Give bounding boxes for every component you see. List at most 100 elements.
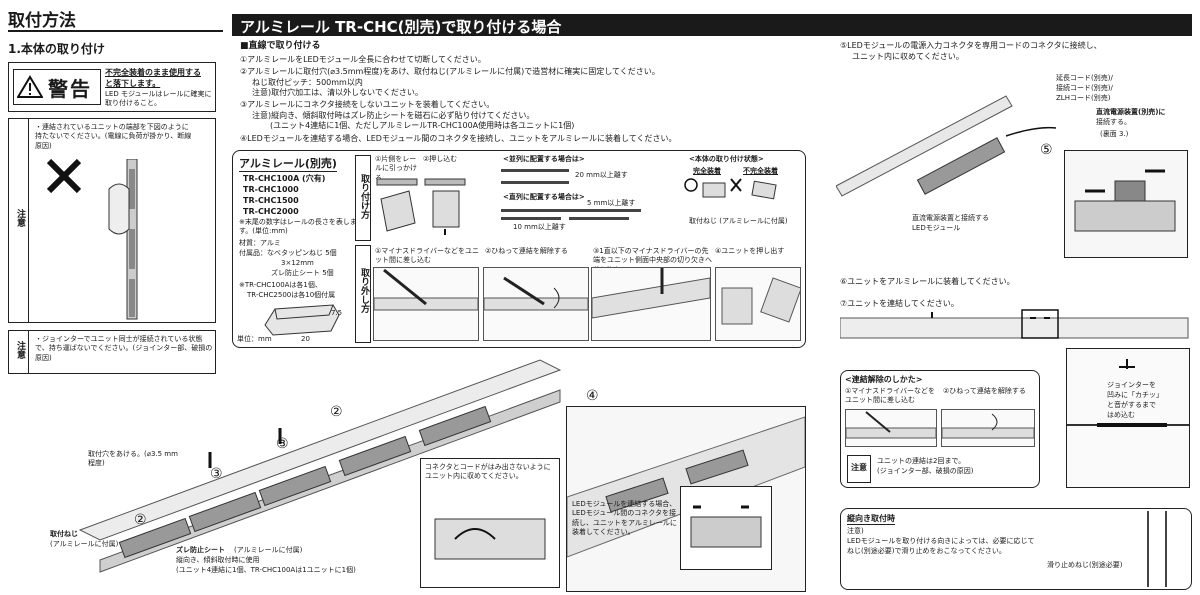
- callout-2-b: ②: [330, 404, 343, 420]
- screw-label-bottom: 取付ねじ: [50, 530, 78, 538]
- direct-heading: ■直線で取り付ける: [240, 41, 321, 51]
- remove-illus-1: [373, 267, 479, 341]
- sheet-sub-label: (アルミレールに付属): [234, 546, 303, 554]
- dc-label-3: (裏面 3.): [1100, 130, 1129, 138]
- incomplete-label: 不完全装着: [743, 167, 778, 175]
- screw-label: 取付ねじ (アルミレールに付属): [689, 217, 788, 225]
- power-connector-zoom: [1064, 150, 1188, 258]
- rail-note-2: ※TR-CHC100Aは各1個、: [239, 281, 322, 289]
- unlink-step-2: ②ひねって連結を解除する: [943, 387, 1026, 395]
- rail-model-2: TR-CHC1000: [243, 185, 299, 194]
- unlink-caution-label: 注意: [851, 463, 867, 472]
- connector-zoom-panel: [680, 486, 772, 570]
- straight-dimension-1: 5 mm以上離す: [587, 199, 636, 207]
- remove-step-4: ④ユニットを押し出す: [715, 247, 785, 255]
- caution-box-2: 注意 ・ジョインターでユニット同士が接続されている状態で、持ち運ばないでください…: [8, 330, 216, 374]
- rail-note-1: ※末尾の数字はレールの長さを表します。(単位:mm): [239, 218, 357, 236]
- connector-detail-text: LEDモジュールを連結する場合、LEDモジュール間のコネクタを接続し、ユニットを…: [572, 500, 677, 537]
- hole-label: 取付穴をあける。(⌀3.5 mm程度): [88, 450, 178, 468]
- direct-step-2a: ②アルミレールに取付穴(⌀3.5mm程度)をあけ、取付ねじ(アルミレールに付属)…: [240, 67, 660, 76]
- joint-text-4: はめ込む: [1107, 411, 1135, 419]
- direct-step-1: ①アルミレールをLEDモジュール全長に合わせて切断してください。: [240, 55, 486, 64]
- rail-accessories-3: ズレ防止シート 5個: [271, 269, 334, 277]
- unlink-title: <連結解除のしかた>: [845, 375, 923, 384]
- warning-title-2: と落下します。: [105, 79, 161, 88]
- heading-rule: [8, 30, 223, 32]
- sheet-note-1: 縦向き、傾斜取付時に使用: [176, 556, 260, 564]
- cord-label-2: 接続コード(別売)/: [1056, 84, 1113, 92]
- vertical-title: 縦向き取付時: [847, 513, 895, 526]
- direct-step-3b: 注意)縦向き、傾斜取付時はズレ防止シートを磁石に必ず貼り付けてください。: [252, 111, 535, 120]
- rail-accessories-1: 付属品：なべタッピンねじ 5個: [239, 249, 337, 257]
- joint-text-2: 凹みに「カチッ」: [1107, 391, 1163, 399]
- remove-step-2: ②ひねって連結を解除する: [485, 247, 568, 255]
- caution-label-1: 注意: [15, 209, 25, 227]
- hand-holding-unit-illustration: [108, 159, 138, 320]
- subheading: 1.本体の取り付け: [8, 42, 105, 56]
- rail-dim-w: 20: [301, 335, 310, 343]
- unit-link-illustration: [840, 309, 1189, 339]
- warning-box: 警告 不完全装着のまま使用する と落下します。 LED モジュールはレールに確実…: [8, 62, 216, 112]
- unlink-step-1: ①マイナスドライバーなどをユニット間に差し込む: [845, 387, 935, 405]
- joint-text-3: と音がするまで: [1107, 401, 1156, 409]
- install-side-label: 取り付け方: [359, 174, 369, 219]
- vertical-note-1: LEDモジュールを取り付ける向きによっては、必要に応じて: [847, 537, 1035, 545]
- rail-model-1: TR-CHC100A (穴有): [243, 174, 326, 183]
- callout-5: ⑤: [1040, 142, 1053, 158]
- caution-text-2: ・ジョインターでユニット同士が接続されている状態で、持ち運ばないでください。(ジ…: [35, 335, 213, 362]
- rail-unit: 単位：mm: [237, 335, 272, 343]
- rail-material: 材質：アルミ: [239, 239, 281, 247]
- install-state-illustration: [684, 178, 777, 200]
- straight-dimension-2: 10 mm以上離す: [513, 223, 566, 231]
- step-6: ⑥ユニットをアルミレールに装着してください。: [840, 277, 1015, 286]
- complete-label: 完全装着: [693, 167, 721, 175]
- rail-profile-illustration: [264, 304, 340, 336]
- remove-step-1: ①マイナスドライバーなどをユニット間に差し込む: [375, 247, 479, 265]
- rail-model-3: TR-CHC1500: [243, 196, 299, 205]
- connector-note: コネクタとコードがはみ出さないようにユニット内に収めてください。: [425, 463, 551, 481]
- module-label-2: LEDモジュール: [912, 224, 961, 232]
- prohibited-x-icon: [46, 158, 82, 194]
- rail-model-4: TR-CHC2000: [243, 207, 299, 216]
- rail-assembly-illustration: [78, 359, 562, 573]
- sheet-note-2: (ユニット4連結に1個、TR-CHC100Aは1ユニットに1個): [176, 566, 356, 574]
- direct-step-3a: ③アルミレールにコネクタ接続をしないユニットを装着してください。: [240, 100, 495, 109]
- direct-step-2b: ねじ取付ピッチ：500mm以内: [252, 78, 363, 87]
- warning-label: 警告: [48, 77, 92, 101]
- remove-illus-2: [483, 267, 589, 341]
- direct-step-2c: 注意)取付穴加工は、清以外しないでください。: [252, 88, 423, 97]
- caution-label-2: 注意: [15, 341, 25, 359]
- unlink-box: <連結解除のしかた> ①マイナスドライバーなどをユニット間に差し込む ②ひねって…: [840, 370, 1040, 488]
- screw-sub-label: (アルミレールに付属): [50, 540, 119, 548]
- vertical-note-2: ねじ(別途必要)で滑り止めをおこなってください。: [847, 547, 1006, 555]
- install-step-2: ②押し込む: [423, 155, 458, 163]
- direct-step-3c: (ユニット4連結に1個、ただしアルミレールTR-CHC100A使用時は各ユニット…: [270, 121, 575, 130]
- straight-heading: <直列に配置する場合は>: [503, 193, 585, 201]
- section-banner: アルミレール TR-CHC(別売)で取り付ける場合: [232, 14, 1192, 36]
- parallel-heading: <並列に配置する場合は>: [503, 155, 585, 163]
- unlink-caution-1: ユニットの連結は2回まで。: [877, 457, 966, 465]
- dc-label-2: 接続する。: [1096, 118, 1131, 126]
- caution-box-1: 注意 ・連結されているユニットの端部を下図のように持たないでください。(電線に負…: [8, 118, 216, 323]
- warning-badge: 警告: [13, 69, 101, 105]
- step-5-line-2: ユニット内に収めてください。: [852, 52, 964, 61]
- rail-title: アルミレール(別売): [239, 157, 337, 172]
- vertical-note-label: 注意): [847, 527, 864, 535]
- jointer-zoom-panel: ジョインターを 凹みに「カチッ」 と音がするまで はめ込む: [1066, 348, 1190, 488]
- step-5-line-1: ⑤LEDモジュールの電源入力コネクタを専用コードのコネクタに接続し、: [840, 41, 1102, 50]
- vertical-rail-illustration: [1147, 511, 1167, 587]
- cord-label-1: 延長コード(別売)/: [1056, 74, 1113, 82]
- rail-accessories-2: 3×12mm: [281, 259, 314, 267]
- connector-inset-panel: コネクタとコードがはみ出さないようにユニット内に収めてください。: [420, 458, 560, 588]
- module-label-1: 直流電源装置と接続する: [912, 214, 989, 222]
- direct-step-4: ④LEDモジュールを連結する場合、LEDモジュール間のコネクタを接続し、ユニット…: [240, 134, 677, 143]
- joint-text-1: ジョインターを: [1107, 381, 1156, 389]
- install-steps-illustration: [376, 178, 466, 235]
- callout-4: ④: [586, 388, 599, 404]
- install-step-1: ①片側をレールに引っかける: [375, 155, 417, 182]
- callout-3-a: ③: [210, 466, 223, 482]
- state-heading: <本体の取り付け状態>: [689, 155, 764, 163]
- section-heading: 取付方法: [8, 11, 76, 31]
- callout-3-b: ③: [276, 436, 289, 452]
- callout-2-a: ②: [134, 512, 147, 528]
